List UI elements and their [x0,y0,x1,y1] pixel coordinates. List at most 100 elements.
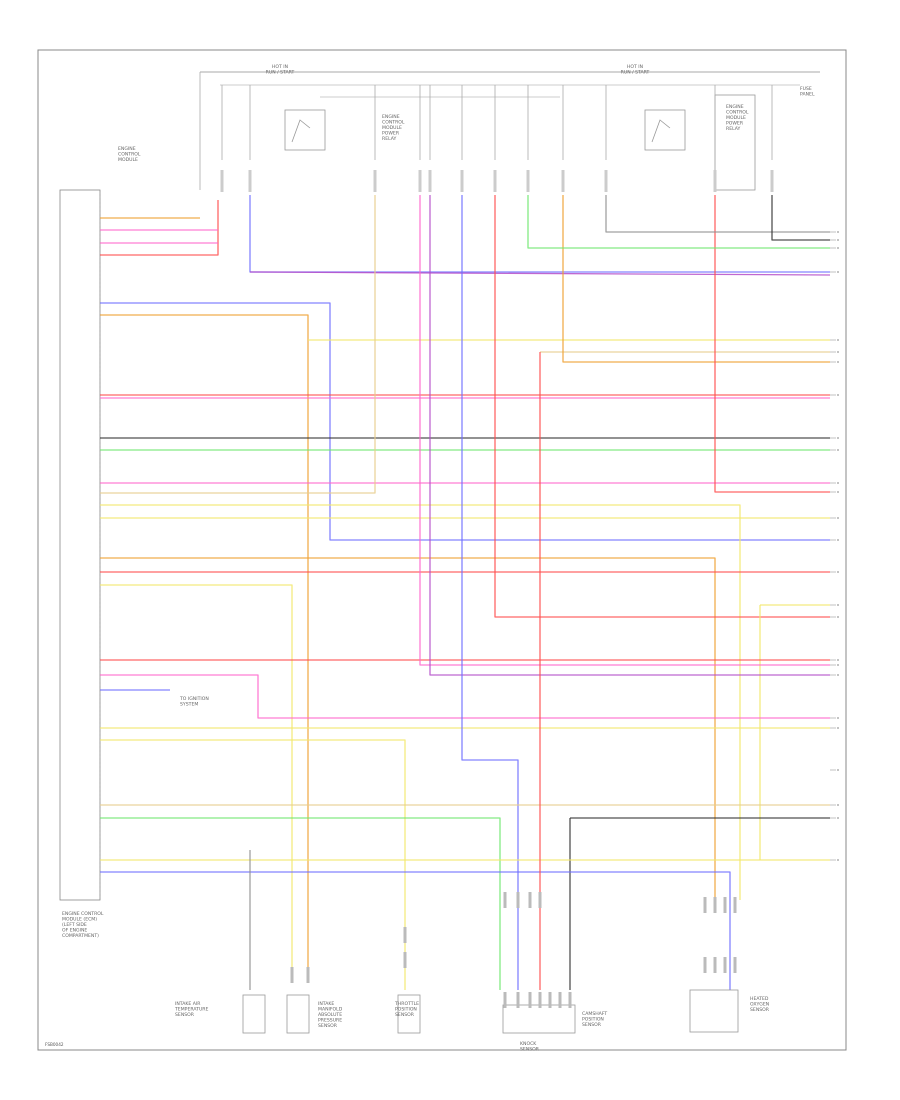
right-pin-dot-23 [837,804,839,806]
wire-yellow-505 [100,504,741,900]
diagram-frame [37,49,847,1051]
wire-group [100,195,831,990]
right-pin-dot-13 [837,539,839,541]
wire-black-240 [771,195,830,241]
bottom-conn-1 [306,967,310,983]
bottom-conn-7 [538,892,542,908]
bottom-conn-13 [558,992,562,1008]
fuse-conn-1 [248,170,252,192]
right-pin-dot-6 [837,361,839,363]
sensor-box-1 [242,994,266,1034]
right-pin-group [830,231,839,861]
right-pin-dot-19 [837,674,839,676]
fuse-conn-6 [493,170,497,192]
right-pin-dot-12 [837,517,839,519]
fuse-conn-10 [713,170,717,192]
bottom-conn-6 [528,892,532,908]
wire-purple-675 [429,195,830,676]
bottom-conn-21 [723,957,727,973]
bottom-conn-11 [538,992,542,1008]
right-pin-dot-7 [837,394,839,396]
right-pin-dot-14 [837,571,839,573]
bottom-conn-4 [503,892,507,908]
ecm-connector [59,189,101,901]
right-pin-dot-9 [837,449,839,451]
bottom-conn-3 [403,952,407,968]
wire-pink-665 [419,195,830,666]
relay-left [284,109,326,151]
wire-yellow-740 [100,739,406,990]
bottom-connector-group [290,892,737,1008]
bottom-conn-0 [290,967,294,983]
wire-green-818 [100,817,501,990]
right-pin-dot-22 [837,769,839,771]
wire-red-617 [494,195,830,618]
diagram-code: FSB0042 [45,1042,64,1047]
bottom-conn-9 [516,992,520,1008]
relay-right [644,109,686,151]
sensor-box-4 [502,1004,576,1034]
wire-blue-540 [100,302,830,541]
bottom-conn-10 [528,992,532,1008]
fuse-conn-0 [220,170,224,192]
sensor-box-3 [397,994,421,1034]
fuse-conn-8 [561,170,565,192]
bottom-conn-22 [733,957,737,973]
sensor-box-5 [689,989,739,1033]
right-pin-dot-25 [837,859,839,861]
bottom-conn-19 [703,957,707,973]
right-pin-dot-18 [837,664,839,666]
right-pin-dot-2 [837,247,839,249]
sensor-box-2 [286,994,310,1034]
right-pin-dot-4 [837,339,839,341]
fuse-conn-5 [460,170,464,192]
wire-blue-872 [100,871,731,990]
fuse-conn-11 [770,170,774,192]
relay-left-switch [291,119,311,143]
right-pin-dot-5 [837,351,839,353]
bottom-conn-8 [503,992,507,1008]
wire-pink-718 [100,674,830,719]
right-pin-dot-0 [837,231,839,233]
right-pin-dot-17 [837,659,839,661]
wire-blue-760 [461,195,519,990]
right-pin-dot-1 [837,239,839,241]
right-pin-dot-24 [837,817,839,819]
wire-yellow-585 [100,584,293,975]
fuse-conn-7 [526,170,530,192]
right-pin-dot-16 [837,616,839,618]
right-pin-dot-21 [837,727,839,729]
bottom-conn-17 [723,897,727,913]
fuse-conn-4 [428,170,432,192]
right-pin-dot-8 [837,437,839,439]
relay-right-switch [651,119,671,143]
bottom-conn-15 [703,897,707,913]
wire-green-248 [527,195,830,249]
bottom-conn-2 [403,927,407,943]
right-pin-dot-11 [837,491,839,493]
wire-ecm-top-red [100,200,219,256]
bottom-conn-14 [568,992,572,1008]
wire-tan-493 [100,195,376,494]
wire-red-492 [714,195,830,493]
right-pin-dot-15 [837,604,839,606]
fuse-conn-9 [604,170,608,192]
fuse-conn-2 [373,170,377,192]
right-pin-dot-20 [837,717,839,719]
bottom-conn-12 [548,992,552,1008]
wire-orange-362 [562,195,830,363]
